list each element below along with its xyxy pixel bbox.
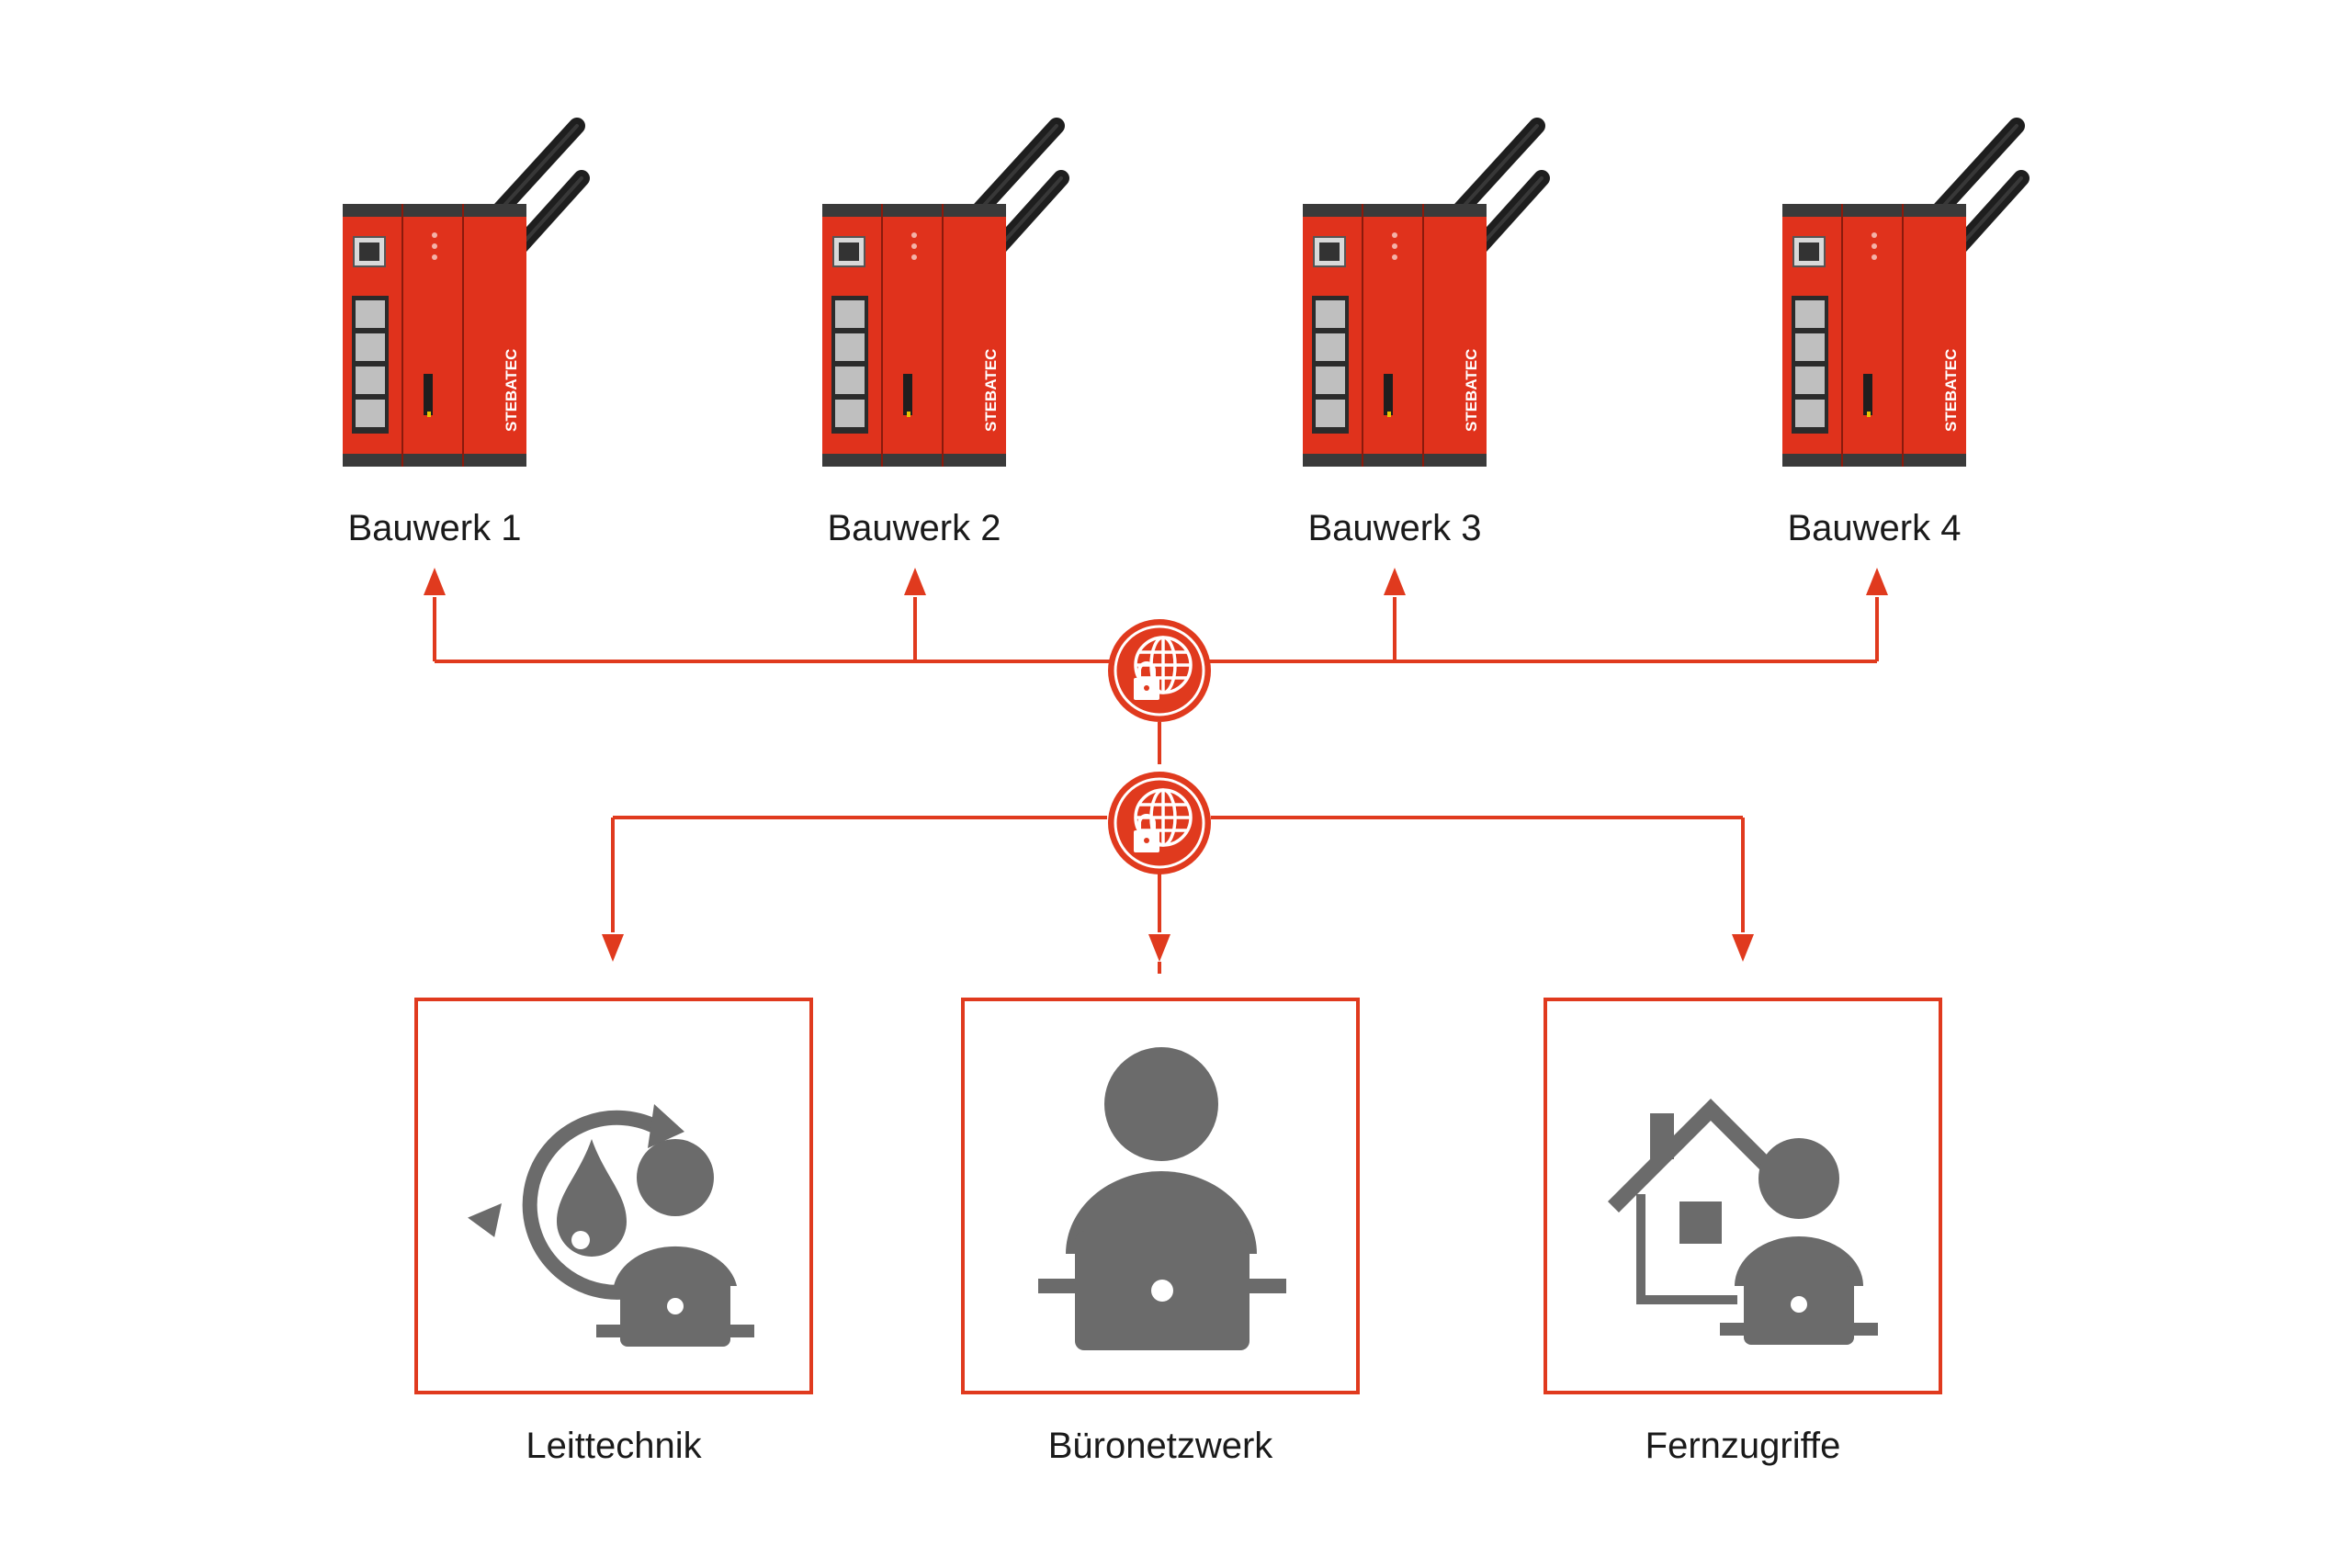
router-device-3 (1303, 126, 1542, 467)
router-brand-3: STEBATEC (1463, 349, 1480, 432)
destination-label-fernzugriffe: Fernzugriffe (1645, 1426, 1841, 1466)
home-user-laptop-icon (1608, 1099, 1878, 1345)
site-label-1: Bauwerk 1 (347, 508, 522, 548)
router-brand-1: STEBATEC (503, 349, 520, 432)
site-label-2: Bauwerk 2 (827, 508, 1001, 548)
router-device-4 (1782, 126, 2021, 467)
secure-globe-icon (1106, 617, 1213, 724)
router-brand-2: STEBATEC (982, 349, 1000, 432)
water-cycle-operator-icon (468, 1104, 754, 1347)
office-user-laptop-icon (1038, 1047, 1286, 1350)
secure-globe-icon (1106, 770, 1213, 876)
destination-box-bueronetzwerk (961, 998, 1360, 1394)
top-connectors (433, 597, 1879, 764)
down-arrowheads (602, 934, 1754, 962)
destination-label-bueronetzwerk: Büronetzwerk (1047, 1426, 1273, 1466)
destination-label-leittechnik: Leittechnik (526, 1426, 702, 1466)
bottom-connectors (611, 816, 1745, 932)
destination-box-leittechnik (414, 998, 813, 1394)
router-device-2 (822, 126, 1061, 467)
destination-box-fernzugriffe (1544, 998, 1942, 1394)
router-brand-4: STEBATEC (1942, 349, 1960, 432)
site-label-4: Bauwerk 4 (1787, 508, 1962, 548)
up-arrowheads (424, 568, 1888, 595)
site-label-3: Bauwerk 3 (1307, 508, 1482, 548)
router-device-1 (343, 126, 582, 467)
